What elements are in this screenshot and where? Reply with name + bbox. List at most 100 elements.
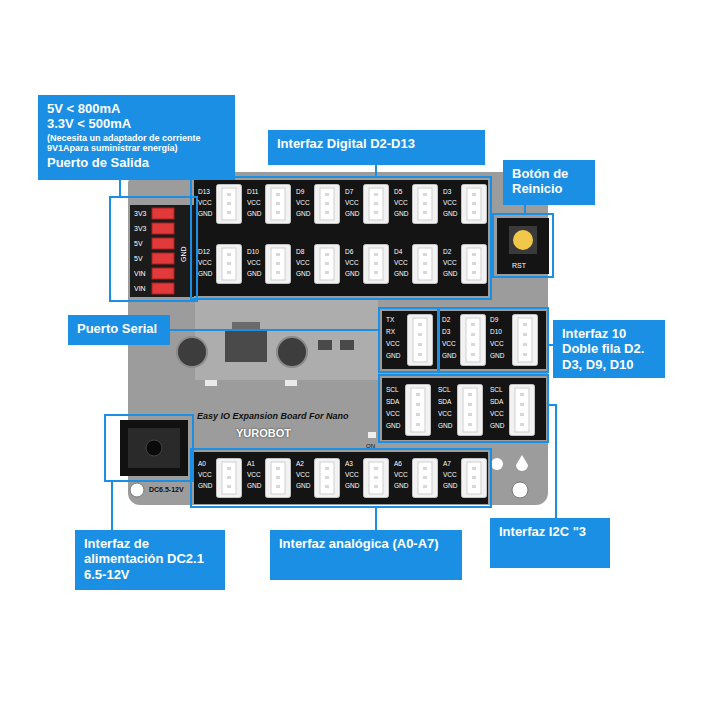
pin-label: 5V <box>134 240 143 247</box>
pin-header <box>152 223 174 234</box>
callout-box: Interfaz Digital D2-D13 <box>268 130 485 165</box>
pin-label: VCC <box>345 200 359 207</box>
callout-text: Puerto de Salida <box>47 155 226 170</box>
outline <box>379 375 548 442</box>
pin-label: VCC <box>198 200 212 207</box>
pin-label: A6 <box>394 461 402 468</box>
pin-label: VCC <box>394 200 408 207</box>
pin-label: VCC <box>490 411 504 418</box>
connector <box>406 385 431 436</box>
pin-label: ON <box>366 443 375 449</box>
callout-text: Interfaz de alimentación DC2.1 6.5-12V <box>84 536 216 582</box>
serial-panel <box>382 311 546 369</box>
nano-socket <box>195 300 378 380</box>
pin-label: VCC <box>443 200 457 207</box>
dc-jack-inner <box>128 428 180 468</box>
dc-jack-hole <box>146 440 162 456</box>
pin-label: GND <box>345 271 359 278</box>
callout-box: Interfaz 10 Doble fila D2. D3, D9, D10 <box>553 320 665 378</box>
capacitor <box>177 337 207 367</box>
logo-icon <box>491 458 503 470</box>
connector <box>413 459 438 498</box>
leader-line <box>524 205 526 214</box>
pin-label: GND <box>296 211 310 218</box>
pin-label: VIN <box>134 270 146 277</box>
pin-label: SCL <box>490 387 503 394</box>
digital-panel <box>194 180 488 296</box>
pin-label: SDA <box>490 399 503 406</box>
connector <box>513 315 538 366</box>
pin-label: RST <box>512 262 526 269</box>
callout-text: Interfaz I2C "3 <box>499 524 601 539</box>
connector <box>266 459 291 498</box>
smd-part <box>318 340 332 350</box>
pin-label: VCC <box>438 411 452 418</box>
outline <box>191 449 491 507</box>
pin-label: TX <box>386 317 394 324</box>
pin-label: GND <box>386 423 400 430</box>
pin-label: VCC <box>296 260 310 267</box>
pin-label: D8 <box>296 249 304 256</box>
outline <box>105 415 193 481</box>
pin-label: 5V <box>134 255 143 262</box>
outline <box>191 177 491 299</box>
pin-label: GND <box>438 423 452 430</box>
callout-text: Interfaz 10 Doble fila D2. D3, D9, D10 <box>562 326 656 372</box>
pin-label: GND <box>490 353 504 360</box>
pin-label: D7 <box>345 189 353 196</box>
pin-label: VCC <box>198 472 212 479</box>
pin-label: D2 <box>443 249 451 256</box>
pin-label: VCC <box>442 341 456 348</box>
pin-label: SCL <box>386 387 399 394</box>
pin-header <box>152 283 174 294</box>
pin-label: GND <box>296 271 310 278</box>
pin-label: DC6.5-12V <box>149 486 184 493</box>
pin-label: GND <box>490 423 504 430</box>
pin-label: VCC <box>443 472 457 479</box>
connector <box>217 459 242 498</box>
pin-label: A2 <box>296 461 304 468</box>
pin-label: Easy IO Expansion Board For Nano <box>197 412 349 421</box>
callout-box: Interfaz de alimentación DC2.1 6.5-12V <box>75 530 225 590</box>
pin-label: YUROBOT <box>236 428 291 439</box>
pin-label: GND <box>198 483 212 490</box>
power-led <box>368 432 376 438</box>
pin-label: VCC <box>247 260 261 267</box>
pin-label: D11 <box>247 189 258 196</box>
pin-label: VCC <box>345 472 359 479</box>
connector <box>364 245 389 284</box>
leader-line <box>111 481 113 530</box>
pin-header <box>152 268 174 279</box>
pin-label: 3V3 <box>134 210 146 217</box>
pin-label: VCC <box>198 260 212 267</box>
analog-panel <box>194 452 488 504</box>
pin-label: D4 <box>394 249 402 256</box>
pin-label: GND <box>345 483 359 490</box>
connector <box>266 185 291 224</box>
connector <box>462 245 487 284</box>
callout-text: Interfaz analógica (A0-A7) <box>279 536 453 551</box>
connector <box>364 459 389 498</box>
pin-label: GND <box>394 271 408 278</box>
pin-label: D10 <box>247 249 259 256</box>
pin-label: VCC <box>345 260 359 267</box>
connector <box>458 385 483 436</box>
i2c-panel <box>382 378 546 440</box>
callout-box: Interfaz analógica (A0-A7) <box>270 530 462 580</box>
connector <box>462 459 487 498</box>
connector <box>462 185 487 224</box>
callout-text: Interfaz Digital D2-D13 <box>277 136 476 151</box>
leader-line <box>119 180 121 197</box>
callout-text: Botón de Reinicio <box>512 166 586 197</box>
pin-label: GND <box>394 211 408 218</box>
pin-label: GND <box>443 211 457 218</box>
outline <box>439 308 548 372</box>
pin-label: VIN <box>134 285 146 292</box>
pin-label: GND <box>443 271 457 278</box>
mounting-hole <box>130 483 144 497</box>
pin-label: D10 <box>490 329 502 336</box>
pin-label: D2 <box>442 317 450 324</box>
pin-label: 3V3 <box>134 225 146 232</box>
pin-label: GND <box>198 271 212 278</box>
pin-label: SCL <box>438 387 451 394</box>
